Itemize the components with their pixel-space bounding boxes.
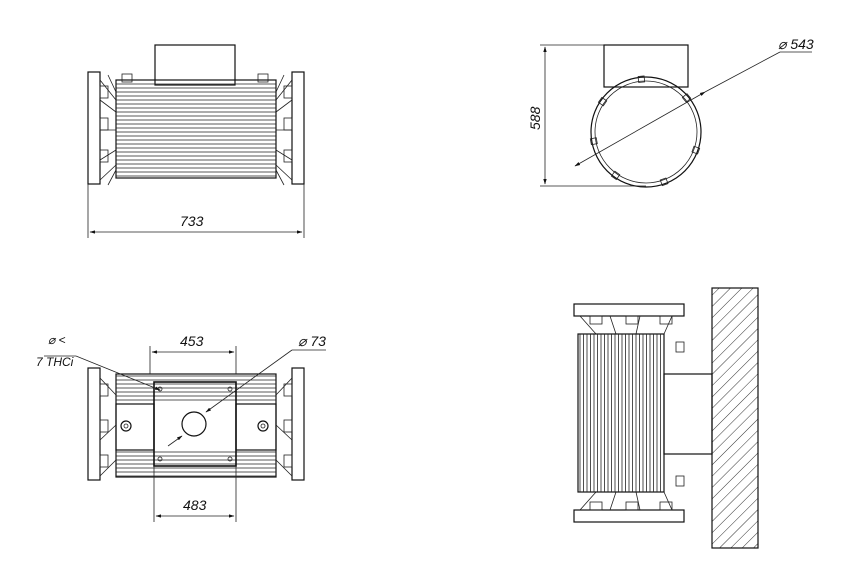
front-radiator-body xyxy=(115,79,277,179)
bolt-hole-label: ⌀ < xyxy=(48,333,66,347)
bottom-left-endcap xyxy=(87,367,117,481)
side-clip-tabs xyxy=(589,75,701,187)
bottom-view: 453 483 ⌀ < 7 ТНСi ⌀ 73 xyxy=(36,333,326,522)
dim-line-diameter xyxy=(574,91,706,167)
front-mount-box xyxy=(154,44,236,86)
center-hole xyxy=(181,411,207,437)
mounted-bottom-endcap xyxy=(573,491,685,523)
side-housing-circle xyxy=(590,76,702,188)
dim-height: 588 xyxy=(527,106,543,130)
front-left-endcap xyxy=(87,71,133,186)
front-fins xyxy=(116,83,276,177)
leader-bolt-hole xyxy=(75,355,161,391)
bottom-right-endcap xyxy=(275,367,305,481)
clip-tab xyxy=(637,75,646,83)
right-bolt xyxy=(257,420,269,432)
mounted-fins xyxy=(579,334,661,492)
mounted-view xyxy=(573,287,759,549)
dim-overall-width: 733 xyxy=(180,213,204,229)
side-view: ⌀ 543 588 xyxy=(527,36,814,188)
dim-spacing-top: 453 xyxy=(180,333,204,349)
mounted-radiator-body xyxy=(577,333,665,493)
front-right-endcap xyxy=(257,71,305,186)
left-bolt xyxy=(120,420,132,432)
clip-tab xyxy=(610,170,621,181)
wall-hatch xyxy=(711,287,759,549)
bolt-hole-note: 7 ТНСi xyxy=(36,355,74,369)
center-hole-label: ⌀ 73 xyxy=(298,333,326,349)
front-view: 733 xyxy=(87,44,305,238)
side-mount-box xyxy=(603,44,689,88)
mounting-plate xyxy=(153,381,237,467)
dim-diameter: ⌀ 543 xyxy=(778,36,814,52)
mounted-wall-bracket xyxy=(663,373,713,455)
clip-tab xyxy=(659,177,669,187)
dim-spacing-bottom: 483 xyxy=(183,497,207,513)
mounted-top-endcap xyxy=(573,303,685,335)
bottom-radiator-body xyxy=(115,373,277,478)
bottom-fins-bottom xyxy=(116,451,276,477)
leader-center-hole xyxy=(205,349,293,413)
bottom-fins-top xyxy=(116,375,276,401)
